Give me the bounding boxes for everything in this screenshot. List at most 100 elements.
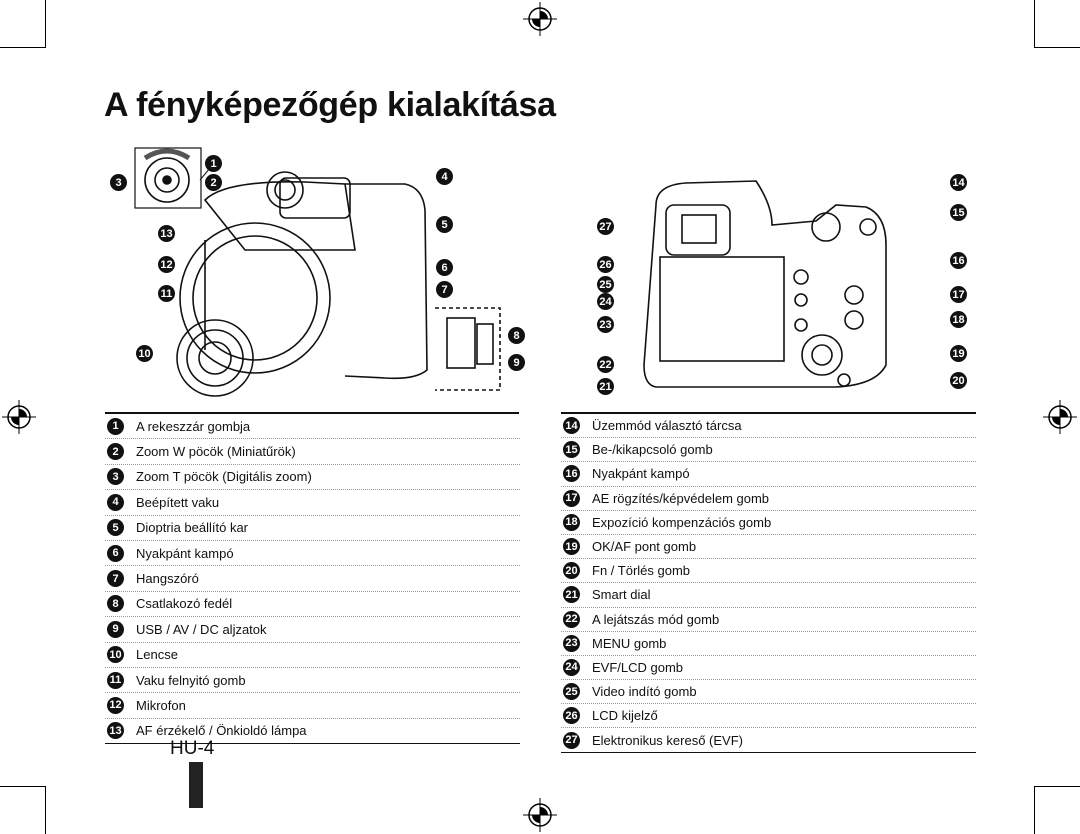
callout-number: 3 [107,468,124,486]
callout-number: 18 [950,311,967,328]
list-item-label: Nyakpánt kampó [136,545,234,561]
callout-number: 20 [563,562,580,580]
callout-number: 13 [107,722,124,740]
callout-number: 10 [136,345,153,362]
list-item: 27 Elektronikus kereső (EVF) [561,728,976,753]
list-item: 1 A rekeszzár gombja [105,414,520,440]
list-item: 25 Video indító gomb [561,680,976,705]
list-item-label: Smart dial [592,587,651,603]
crop-mark [45,0,46,48]
list-item: 3 Zoom T pöcök (Digitális zoom) [105,465,520,491]
callout-number: 27 [597,218,614,235]
callout-number: 22 [563,610,580,628]
callout-number: 21 [597,378,614,395]
list-item: 19 OK/AF pont gomb [561,535,976,560]
list-item-label: AF érzékelő / Önkioldó lámpa [136,723,307,739]
list-item-label: Zoom T pöcök (Digitális zoom) [136,469,312,485]
section-tab [189,762,203,808]
callout-number: 13 [158,225,175,242]
callout-number: 23 [597,316,614,333]
list-item-label: Lencse [136,647,178,663]
list-item-label: Expozíció kompenzációs gomb [592,514,772,530]
list-item-label: A lejátszás mód gomb [592,611,720,627]
list-item-label: Csatlakozó fedél [136,596,233,612]
callout-number: 22 [597,356,614,373]
callout-number: 5 [107,519,124,537]
crop-mark [45,786,46,834]
list-item-label: A rekeszzár gombja [136,418,251,434]
callout-number: 1 [205,155,222,172]
list-item-label: LCD kijelző [592,708,658,724]
list-item-label: MENU gomb [592,635,667,651]
callout-number: 16 [950,252,967,269]
list-item: 23 MENU gomb [561,632,976,656]
callout-number: 3 [110,174,127,191]
callout-number: 15 [950,204,967,221]
crop-mark [1034,0,1035,48]
list-item-label: Beépített vaku [136,494,220,510]
callout-number: 27 [563,731,580,749]
list-top-rule [105,412,519,414]
callout-number: 24 [597,293,614,310]
callout-number: 8 [508,327,525,344]
callout-number: 14 [563,417,580,435]
callout-number: 2 [205,174,222,191]
callout-number: 12 [107,696,124,714]
callout-number: 14 [950,174,967,191]
list-item-label: Mikrofon [136,697,186,713]
list-item: 20 Fn / Törlés gomb [561,559,976,584]
list-item: 4 Beépített vaku [105,490,520,516]
callout-number: 23 [563,634,580,652]
page-number: HU-4 [170,738,215,759]
list-item-label: Fn / Törlés gomb [592,563,691,579]
list-item: 14 Üzemmód választó tárcsa [561,414,976,439]
callout-number: 25 [563,683,580,701]
list-item-label: OK/AF pont gomb [592,539,697,555]
list-top-rule [561,412,976,414]
list-item-label: Elektronikus kereső (EVF) [592,732,743,748]
callout-number: 20 [950,372,967,389]
crop-mark [1034,786,1035,834]
callout-number: 9 [508,354,525,371]
callout-number: 5 [436,216,453,233]
list-item: 18 Expozíció kompenzációs gomb [561,511,976,535]
callout-number: 12 [158,256,175,273]
callout-number: 4 [107,493,124,511]
callout-number: 24 [563,658,580,676]
callout-number: 19 [950,345,967,362]
list-item-label: USB / AV / DC aljzatok [136,621,267,637]
list-item: 13 AF érzékelő / Önkioldó lámpa [105,719,520,745]
list-item: 5 Dioptria beállító kar [105,516,520,541]
list-item-label: Dioptria beállító kar [136,520,248,536]
callout-number: 6 [436,259,453,276]
callout-number: 19 [563,538,580,556]
list-item-label: Üzemmód választó tárcsa [592,418,742,434]
registration-mark-icon [2,400,36,434]
list-item-label: EVF/LCD gomb [592,659,684,675]
list-item-label: Hangszóró [136,571,199,587]
callout-number: 4 [436,168,453,185]
callout-number: 21 [563,586,580,604]
crop-mark [0,47,46,48]
callout-number: 18 [563,513,580,531]
list-item-label: Video indító gomb [592,684,697,700]
crop-mark [1034,47,1080,48]
list-item-label: Nyakpánt kampó [592,466,690,482]
callout-number: 15 [563,441,580,459]
callout-number: 1 [107,417,124,435]
list-item: 24 EVF/LCD gomb [561,656,976,681]
callout-number: 2 [107,443,124,461]
callout-number: 26 [597,256,614,273]
list-item-label: AE rögzítés/képvédelem gomb [592,490,770,506]
callout-number: 11 [158,285,175,302]
